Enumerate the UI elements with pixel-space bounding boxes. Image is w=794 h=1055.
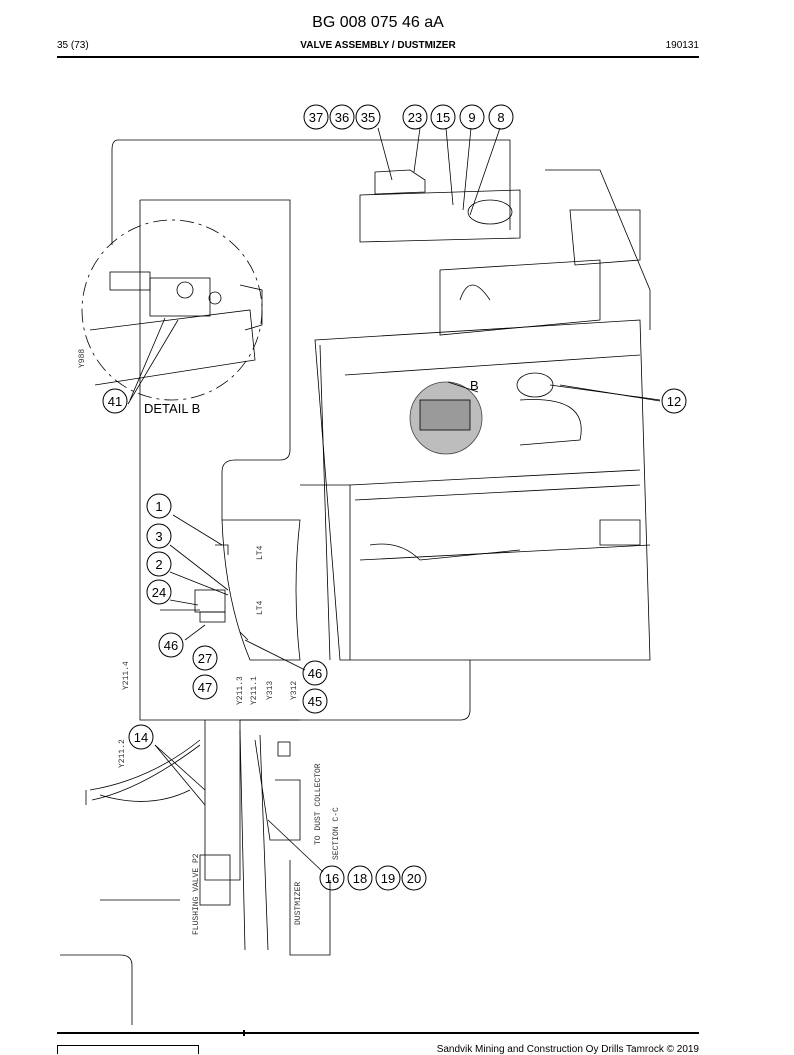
callout-18: 18: [353, 871, 367, 886]
label-flushing-valve: FLUSHING VALVE P2: [192, 853, 201, 935]
callout-45: 45: [308, 694, 322, 709]
callout-20: 20: [407, 871, 421, 886]
callout-37: 37: [309, 110, 323, 125]
callout-35: 35: [361, 110, 375, 125]
label-y211-1: Y211.1: [250, 676, 259, 705]
callout-9: 9: [468, 110, 475, 125]
label-lt4-a: LT4: [256, 545, 265, 560]
footer-copyright: Sandvik Mining and Construction Oy Drill…: [436, 1044, 699, 1055]
label-y211-3: Y211.3: [236, 676, 245, 705]
label-dust-collector: TO DUST COLLECTOR: [314, 763, 323, 845]
label-y313: Y313: [266, 681, 275, 700]
label-y312: Y312: [290, 681, 299, 700]
callout-8: 8: [497, 110, 504, 125]
callout-23: 23: [408, 110, 422, 125]
detail-b-label: DETAIL B: [144, 401, 200, 416]
callout-41: 41: [108, 394, 122, 409]
callout-47: 47: [198, 680, 212, 695]
callout-19: 19: [381, 871, 395, 886]
footer-divider: [57, 1032, 699, 1034]
label-dustmizer: DUSTMIZER: [294, 882, 303, 925]
page-number: 35 (73): [57, 40, 89, 51]
detail-b-marker: B: [470, 378, 479, 393]
callout-36: 36: [335, 110, 349, 125]
label-section-cc: SECTION C-C: [332, 807, 341, 860]
section-title: VALVE ASSEMBLY / DUSTMIZER: [300, 40, 456, 51]
callout-12: 12: [667, 394, 681, 409]
document-number: BG 008 075 46 aA: [312, 14, 444, 31]
callout-27: 27: [198, 651, 212, 666]
label-y211-2: Y211.2: [118, 739, 127, 768]
label-y211-4: Y211.4: [122, 661, 131, 690]
callout-46-left: 46: [164, 638, 178, 653]
callout-15: 15: [436, 110, 450, 125]
callout-46-right: 46: [308, 666, 322, 681]
label-y988: Y988: [78, 349, 87, 368]
sandvik-logo: [57, 1045, 199, 1054]
callout-16: 16: [325, 871, 339, 886]
header-divider: [57, 56, 699, 58]
callout-24: 24: [152, 585, 166, 600]
callout-14: 14: [134, 730, 148, 745]
label-lt4-b: LT4: [256, 600, 265, 615]
revision-number: 190131: [665, 40, 699, 51]
callout-2: 2: [155, 557, 162, 572]
callout-3: 3: [155, 529, 162, 544]
callout-1: 1: [155, 499, 162, 514]
footer-divider-tick: [243, 1030, 245, 1036]
